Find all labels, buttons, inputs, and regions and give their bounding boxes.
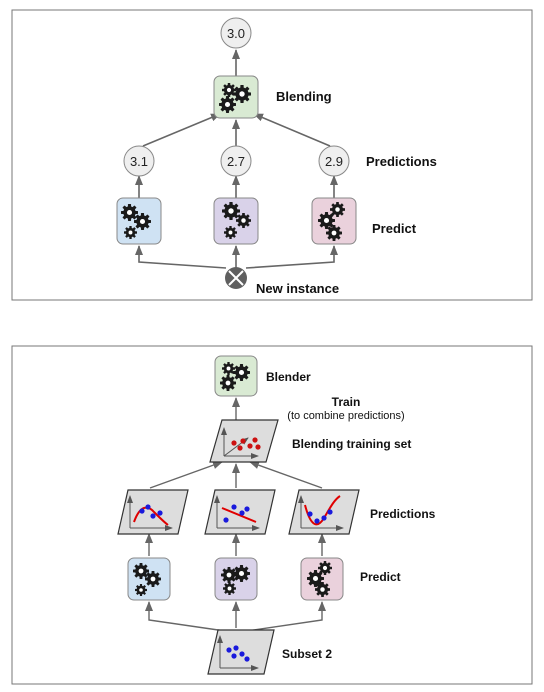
- subset-label: Subset 2: [282, 647, 332, 661]
- blender-label: Blender: [266, 370, 311, 384]
- subset-plane: [207, 629, 275, 675]
- output-circle: [220, 17, 252, 49]
- prediction-value-2: 2.7: [227, 154, 245, 169]
- arrow-pred1-to-blendset: [149, 461, 223, 489]
- prediction-plane-3: [288, 489, 360, 535]
- scatter-plot-icon: [214, 495, 260, 531]
- predict-label: Predict: [360, 570, 401, 584]
- arrow-subset-to-model1: [145, 601, 233, 633]
- predict-label: Predict: [372, 221, 417, 236]
- blender-box: [213, 75, 259, 119]
- scatter-plot-icon: [217, 635, 259, 671]
- predictions-label: Predictions: [366, 154, 437, 169]
- prediction-plane-2: [204, 489, 276, 535]
- top-panel-frame: [11, 9, 533, 301]
- scatter-plot-icon: [298, 495, 344, 531]
- train-sublabel: (to combine predictions): [287, 410, 404, 422]
- predictions-label: Predictions: [370, 507, 436, 521]
- arrow-input-to-model3: [245, 245, 338, 269]
- scatter-plot-icon: [127, 495, 173, 531]
- top-arrows: [135, 49, 338, 269]
- prediction-circle-2: [220, 145, 252, 177]
- bottom-arrows: [145, 397, 326, 633]
- prediction-circle-3: [318, 145, 350, 177]
- blending-training-set-label: Blending training set: [292, 437, 411, 451]
- bottom-panel-frame: [11, 345, 533, 685]
- prediction-value-1: 3.1: [130, 154, 148, 169]
- arrow-pred1-to-blend: [142, 113, 221, 147]
- scatter-plot-icon: [221, 427, 261, 459]
- arrow-input-to-model1: [135, 245, 227, 269]
- prediction-value-3: 2.9: [325, 154, 343, 169]
- combine-circle-icon: [225, 267, 247, 289]
- bottom-panel: Blender Train (to combine predictions) B…: [11, 345, 533, 685]
- top-panel: 3.0 Blending 3.1 2.7 2.9 Predictions: [11, 9, 533, 301]
- train-label: Train: [332, 395, 361, 409]
- prediction-circle-1: [123, 145, 155, 177]
- new-instance-label: New instance: [256, 281, 339, 296]
- output-value: 3.0: [227, 26, 245, 41]
- prediction-plane-1: [117, 489, 189, 535]
- arrow-pred3-to-blendset: [249, 461, 323, 489]
- arrow-pred3-to-blend: [253, 113, 331, 147]
- arrow-subset-to-model3: [239, 601, 326, 633]
- blending-label: Blending: [276, 89, 332, 104]
- blending-training-set: [209, 419, 279, 463]
